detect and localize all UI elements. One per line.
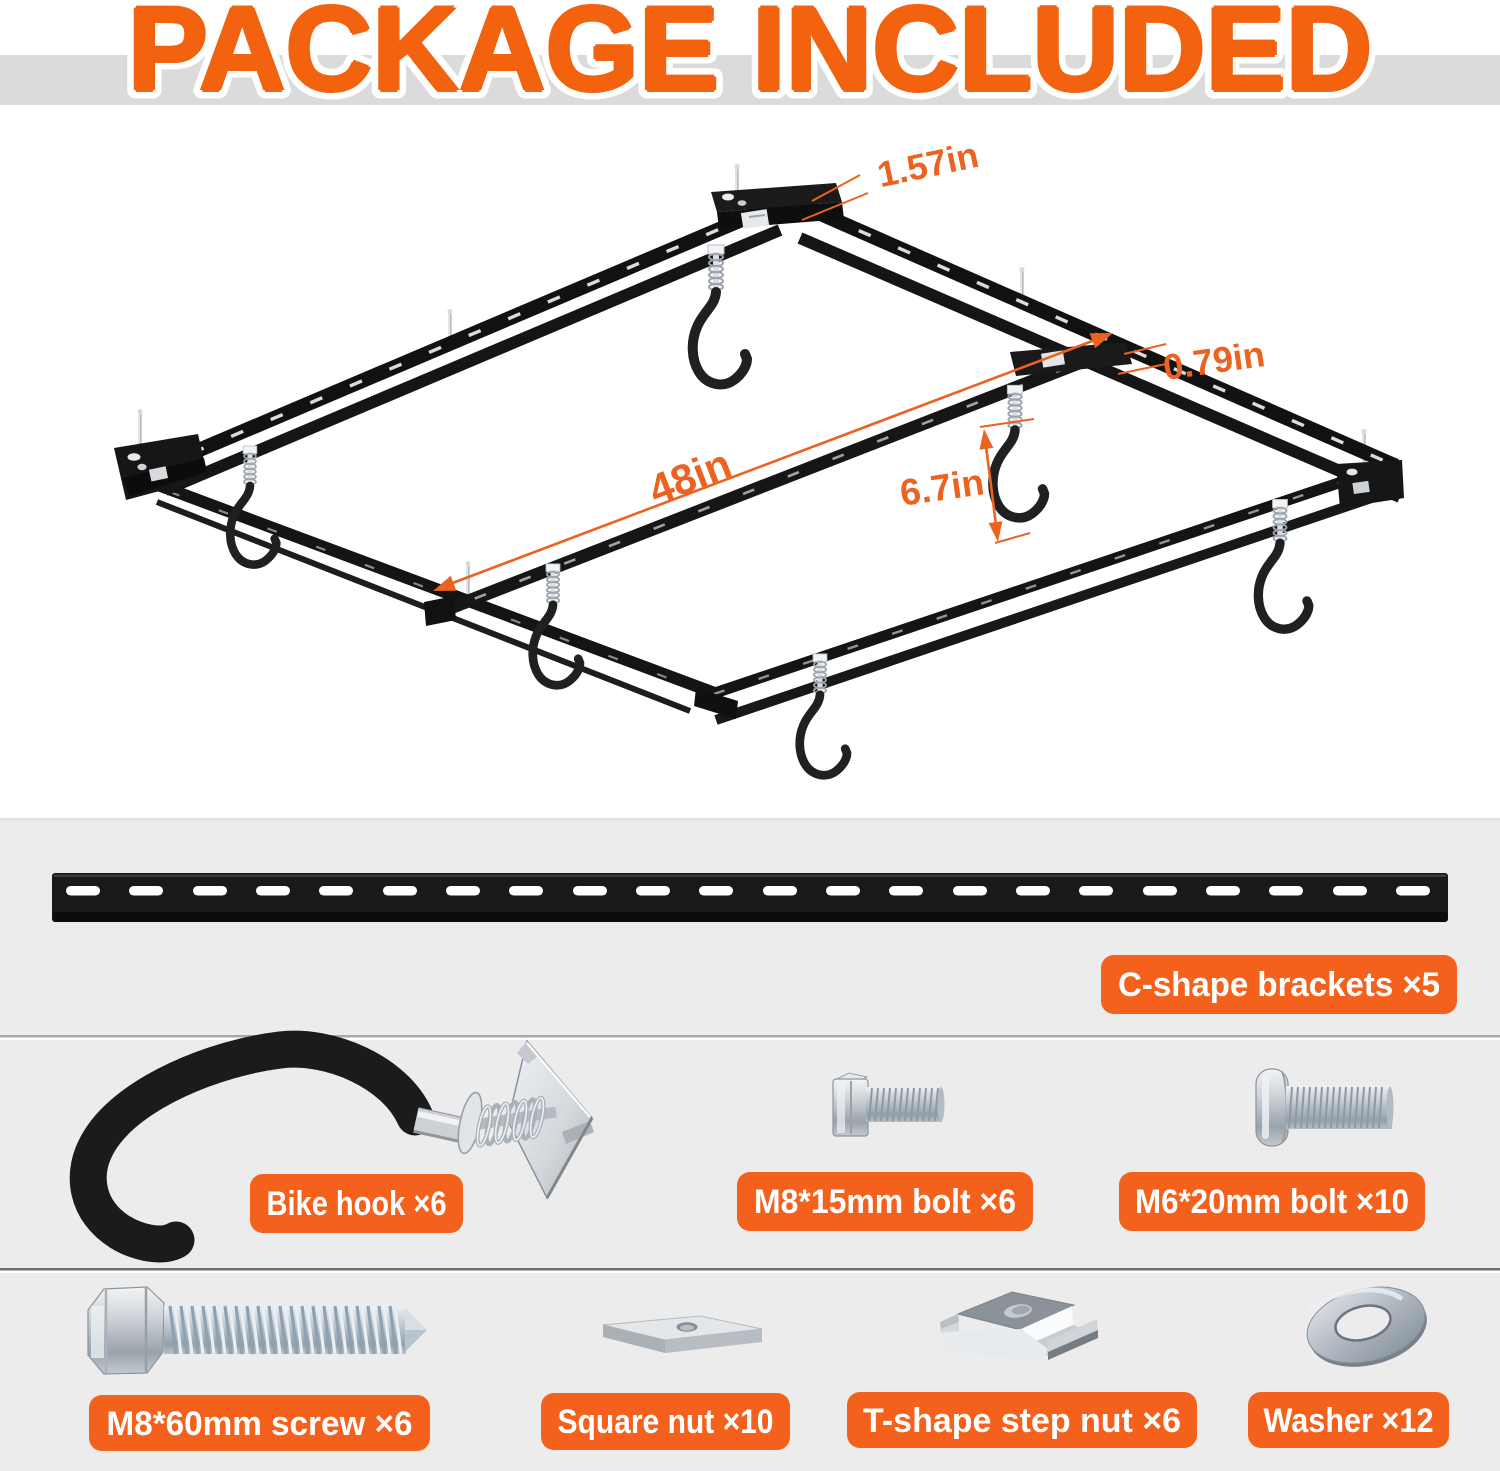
svg-text:PACKAGE INCLUDED: PACKAGE INCLUDED: [128, 0, 1372, 116]
svg-text:Bike hook ×6: Bike hook ×6: [267, 1185, 447, 1223]
svg-text:PACKAGE INCLUDED: PACKAGE INCLUDED: [128, 0, 1372, 118]
svg-text:PACKAGE INCLUDED: PACKAGE INCLUDED: [128, 0, 1372, 114]
svg-text:PACKAGE INCLUDED: PACKAGE INCLUDED: [130, 0, 1374, 116]
svg-text:Square nut ×10: Square nut ×10: [558, 1403, 774, 1441]
svg-text:T-shape step nut ×6: T-shape step nut ×6: [863, 1402, 1181, 1440]
svg-text:M6*20mm bolt ×10: M6*20mm bolt ×10: [1135, 1183, 1409, 1221]
svg-text:PACKAGE INCLUDED: PACKAGE INCLUDED: [126, 0, 1370, 116]
svg-text:C-shape brackets ×5: C-shape brackets ×5: [1118, 966, 1440, 1004]
svg-text:M8*60mm screw ×6: M8*60mm screw ×6: [107, 1405, 413, 1443]
svg-text:PACKAGE INCLUDED: PACKAGE INCLUDED: [128, 0, 1372, 116]
svg-text:Washer ×12: Washer ×12: [1264, 1402, 1434, 1440]
svg-text:M8*15mm bolt ×6: M8*15mm bolt ×6: [754, 1183, 1016, 1221]
